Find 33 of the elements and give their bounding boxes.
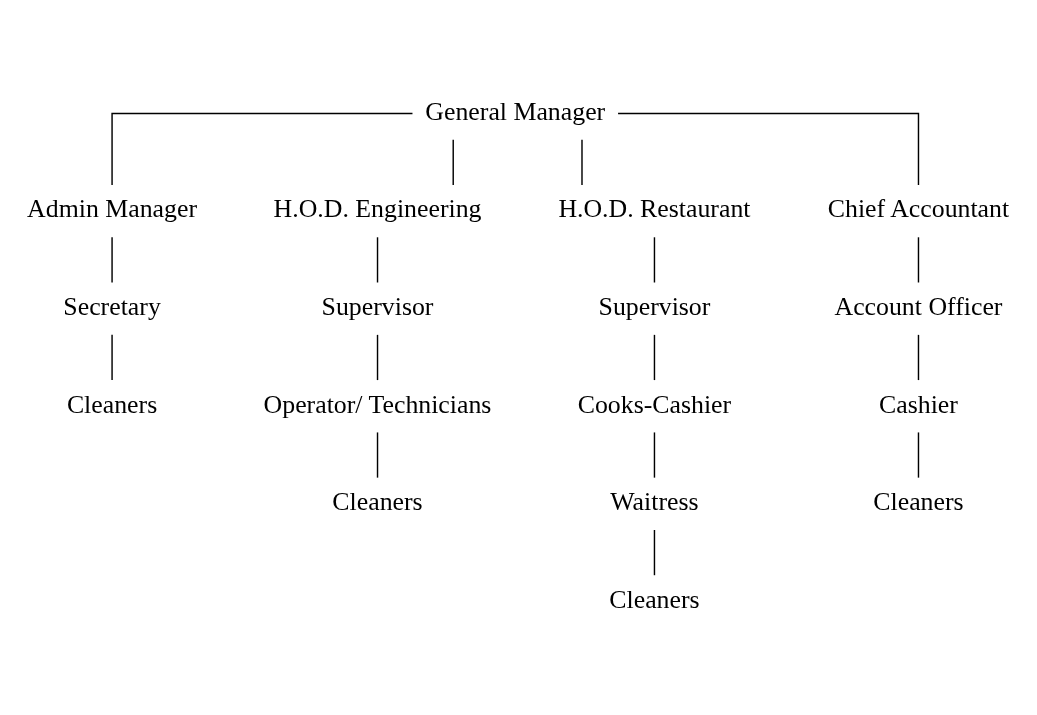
connector [653, 334, 656, 381]
node-text: Secretary [63, 292, 161, 322]
node-text: H.O.D. Restaurant [558, 194, 751, 224]
node-text: Account Officer [834, 292, 1003, 322]
node-text: Cleaners [609, 584, 700, 614]
connector [111, 334, 113, 381]
node-text: Cooks-Cashier [577, 389, 732, 419]
connector [111, 236, 113, 284]
node-text: General Manager [425, 96, 606, 126]
connector [376, 236, 379, 284]
connector [917, 334, 920, 381]
node-text: Admin Manager [27, 194, 198, 224]
connector [917, 236, 920, 284]
connector [111, 112, 414, 186]
node-text: Supervisor [598, 292, 711, 322]
connector [653, 431, 656, 479]
node-text: Operator/ Technicians [263, 389, 492, 419]
node-text: Cleaners [332, 487, 423, 517]
node-text: H.O.D. Engineering [273, 194, 482, 224]
connector [653, 529, 656, 576]
connector [617, 112, 920, 186]
connector [917, 431, 920, 479]
connector [452, 139, 454, 186]
node-text: Cleaners [873, 487, 964, 517]
node-text: Supervisor [321, 292, 434, 322]
connector [376, 431, 379, 479]
connector [376, 334, 379, 381]
node-text: Chief Accountant [827, 194, 1010, 224]
node-text: Cleaners [66, 389, 158, 419]
connector [653, 236, 656, 284]
connector [581, 139, 583, 186]
node-text: Waitress [610, 487, 699, 517]
node-text: Cashier [879, 389, 958, 419]
